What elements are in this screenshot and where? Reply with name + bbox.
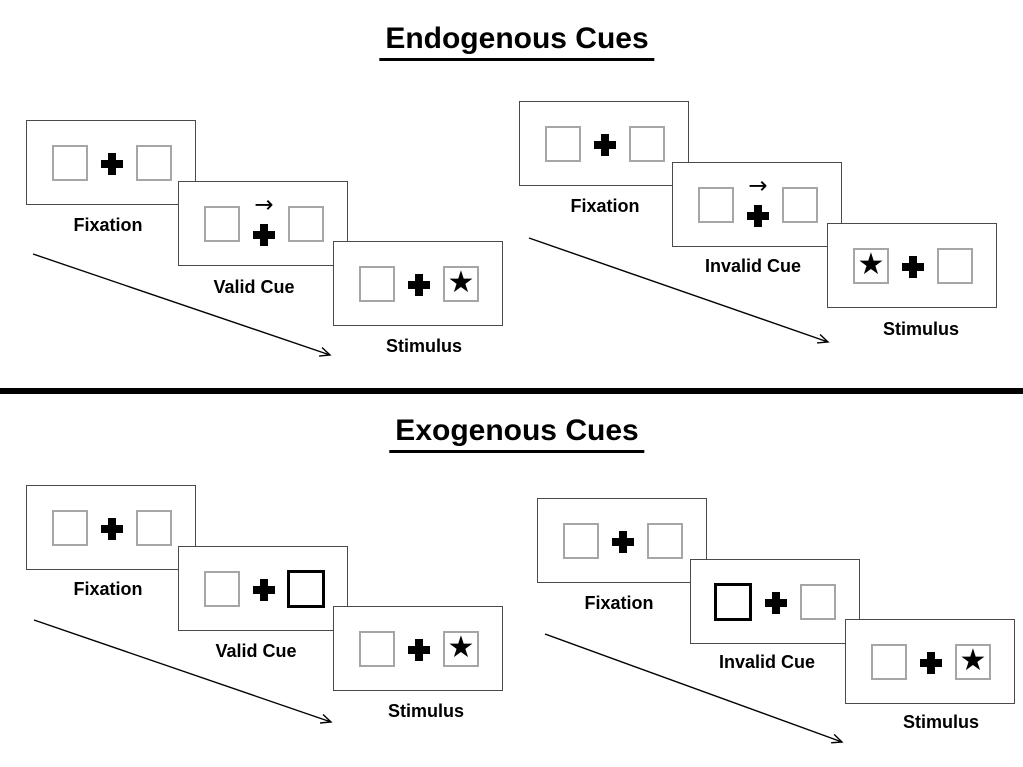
placeholder-square-right (136, 145, 172, 181)
label-fixation: Fixation (570, 196, 640, 216)
fixation-cross-icon (101, 518, 123, 540)
panel-exogenous-invalid-cue (690, 559, 860, 644)
label-stimulus: Stimulus (882, 319, 960, 339)
fixation-cross-icon (101, 153, 123, 175)
timeline-arrow-endogenous-invalid (528, 237, 828, 342)
timeline-arrow-exogenous-invalid (544, 633, 842, 742)
fixation-cross-icon (253, 224, 275, 246)
star-stimulus-icon: ★ (447, 265, 475, 300)
fixation-cross-icon (612, 531, 634, 553)
star-stimulus-icon: ★ (959, 643, 987, 678)
label-fixation: Fixation (73, 215, 143, 235)
fixation-cross-icon (902, 256, 924, 278)
fixation-cross-icon (920, 652, 942, 674)
label-valid-cue: Valid Cue (213, 277, 295, 297)
target-square-right: ★ (443, 266, 479, 302)
placeholder-square-left (204, 571, 240, 607)
placeholder-square-right (647, 523, 683, 559)
placeholder-square-left (52, 510, 88, 546)
label-stimulus: Stimulus (902, 712, 980, 732)
panel-fixation (537, 498, 707, 583)
target-square-right: ★ (443, 631, 479, 667)
placeholder-square-right (800, 584, 836, 620)
timeline-arrow-exogenous-valid (33, 619, 331, 722)
placeholder-square-left (52, 145, 88, 181)
label-fixation: Fixation (584, 593, 654, 613)
section-title-exogenous: Exogenous Cues (389, 414, 645, 453)
section-title-endogenous: Endogenous Cues (379, 22, 655, 61)
label-fixation: Fixation (73, 579, 143, 599)
panel-fixation (26, 120, 196, 205)
label-stimulus: Stimulus (387, 701, 465, 721)
fixation-cross-icon (765, 592, 787, 614)
placeholder-square-left (359, 266, 395, 302)
placeholder-square-left (545, 126, 581, 162)
fixation-cross-icon (594, 134, 616, 156)
star-stimulus-icon: ★ (447, 630, 475, 665)
fixation-cross-icon (253, 579, 275, 601)
cue-highlight-square-right (287, 570, 325, 608)
star-stimulus-icon: ★ (857, 247, 885, 282)
panel-stimulus: ★ (827, 223, 997, 308)
panel-fixation (26, 485, 196, 570)
label-stimulus: Stimulus (385, 336, 463, 356)
cue-arrow-right-icon: → (748, 173, 768, 199)
placeholder-square-left (563, 523, 599, 559)
panel-endogenous-valid-cue: → (178, 181, 348, 266)
target-square-right: ★ (955, 644, 991, 680)
placeholder-square-left (698, 187, 734, 223)
placeholder-square-right (136, 510, 172, 546)
placeholder-square-right (937, 248, 973, 284)
timeline-arrow-endogenous-valid (32, 253, 330, 355)
panel-stimulus: ★ (333, 606, 503, 691)
section-divider (0, 388, 1023, 394)
panel-stimulus: ★ (845, 619, 1015, 704)
panel-fixation (519, 101, 689, 186)
target-square-left: ★ (853, 248, 889, 284)
panel-endogenous-invalid-cue: → (672, 162, 842, 247)
label-valid-cue: Valid Cue (215, 641, 297, 661)
placeholder-square-left (871, 644, 907, 680)
placeholder-square-right (782, 187, 818, 223)
panel-stimulus: ★ (333, 241, 503, 326)
fixation-cross-icon (408, 274, 430, 296)
label-invalid-cue: Invalid Cue (704, 256, 802, 276)
placeholder-square-right (629, 126, 665, 162)
fixation-cross-icon (747, 205, 769, 227)
fixation-cross-icon (408, 639, 430, 661)
cue-highlight-square-left (714, 583, 752, 621)
cue-arrow-right-icon: → (254, 192, 274, 218)
label-invalid-cue: Invalid Cue (718, 652, 816, 672)
panel-exogenous-valid-cue (178, 546, 348, 631)
placeholder-square-left (204, 206, 240, 242)
placeholder-square-right (288, 206, 324, 242)
placeholder-square-left (359, 631, 395, 667)
